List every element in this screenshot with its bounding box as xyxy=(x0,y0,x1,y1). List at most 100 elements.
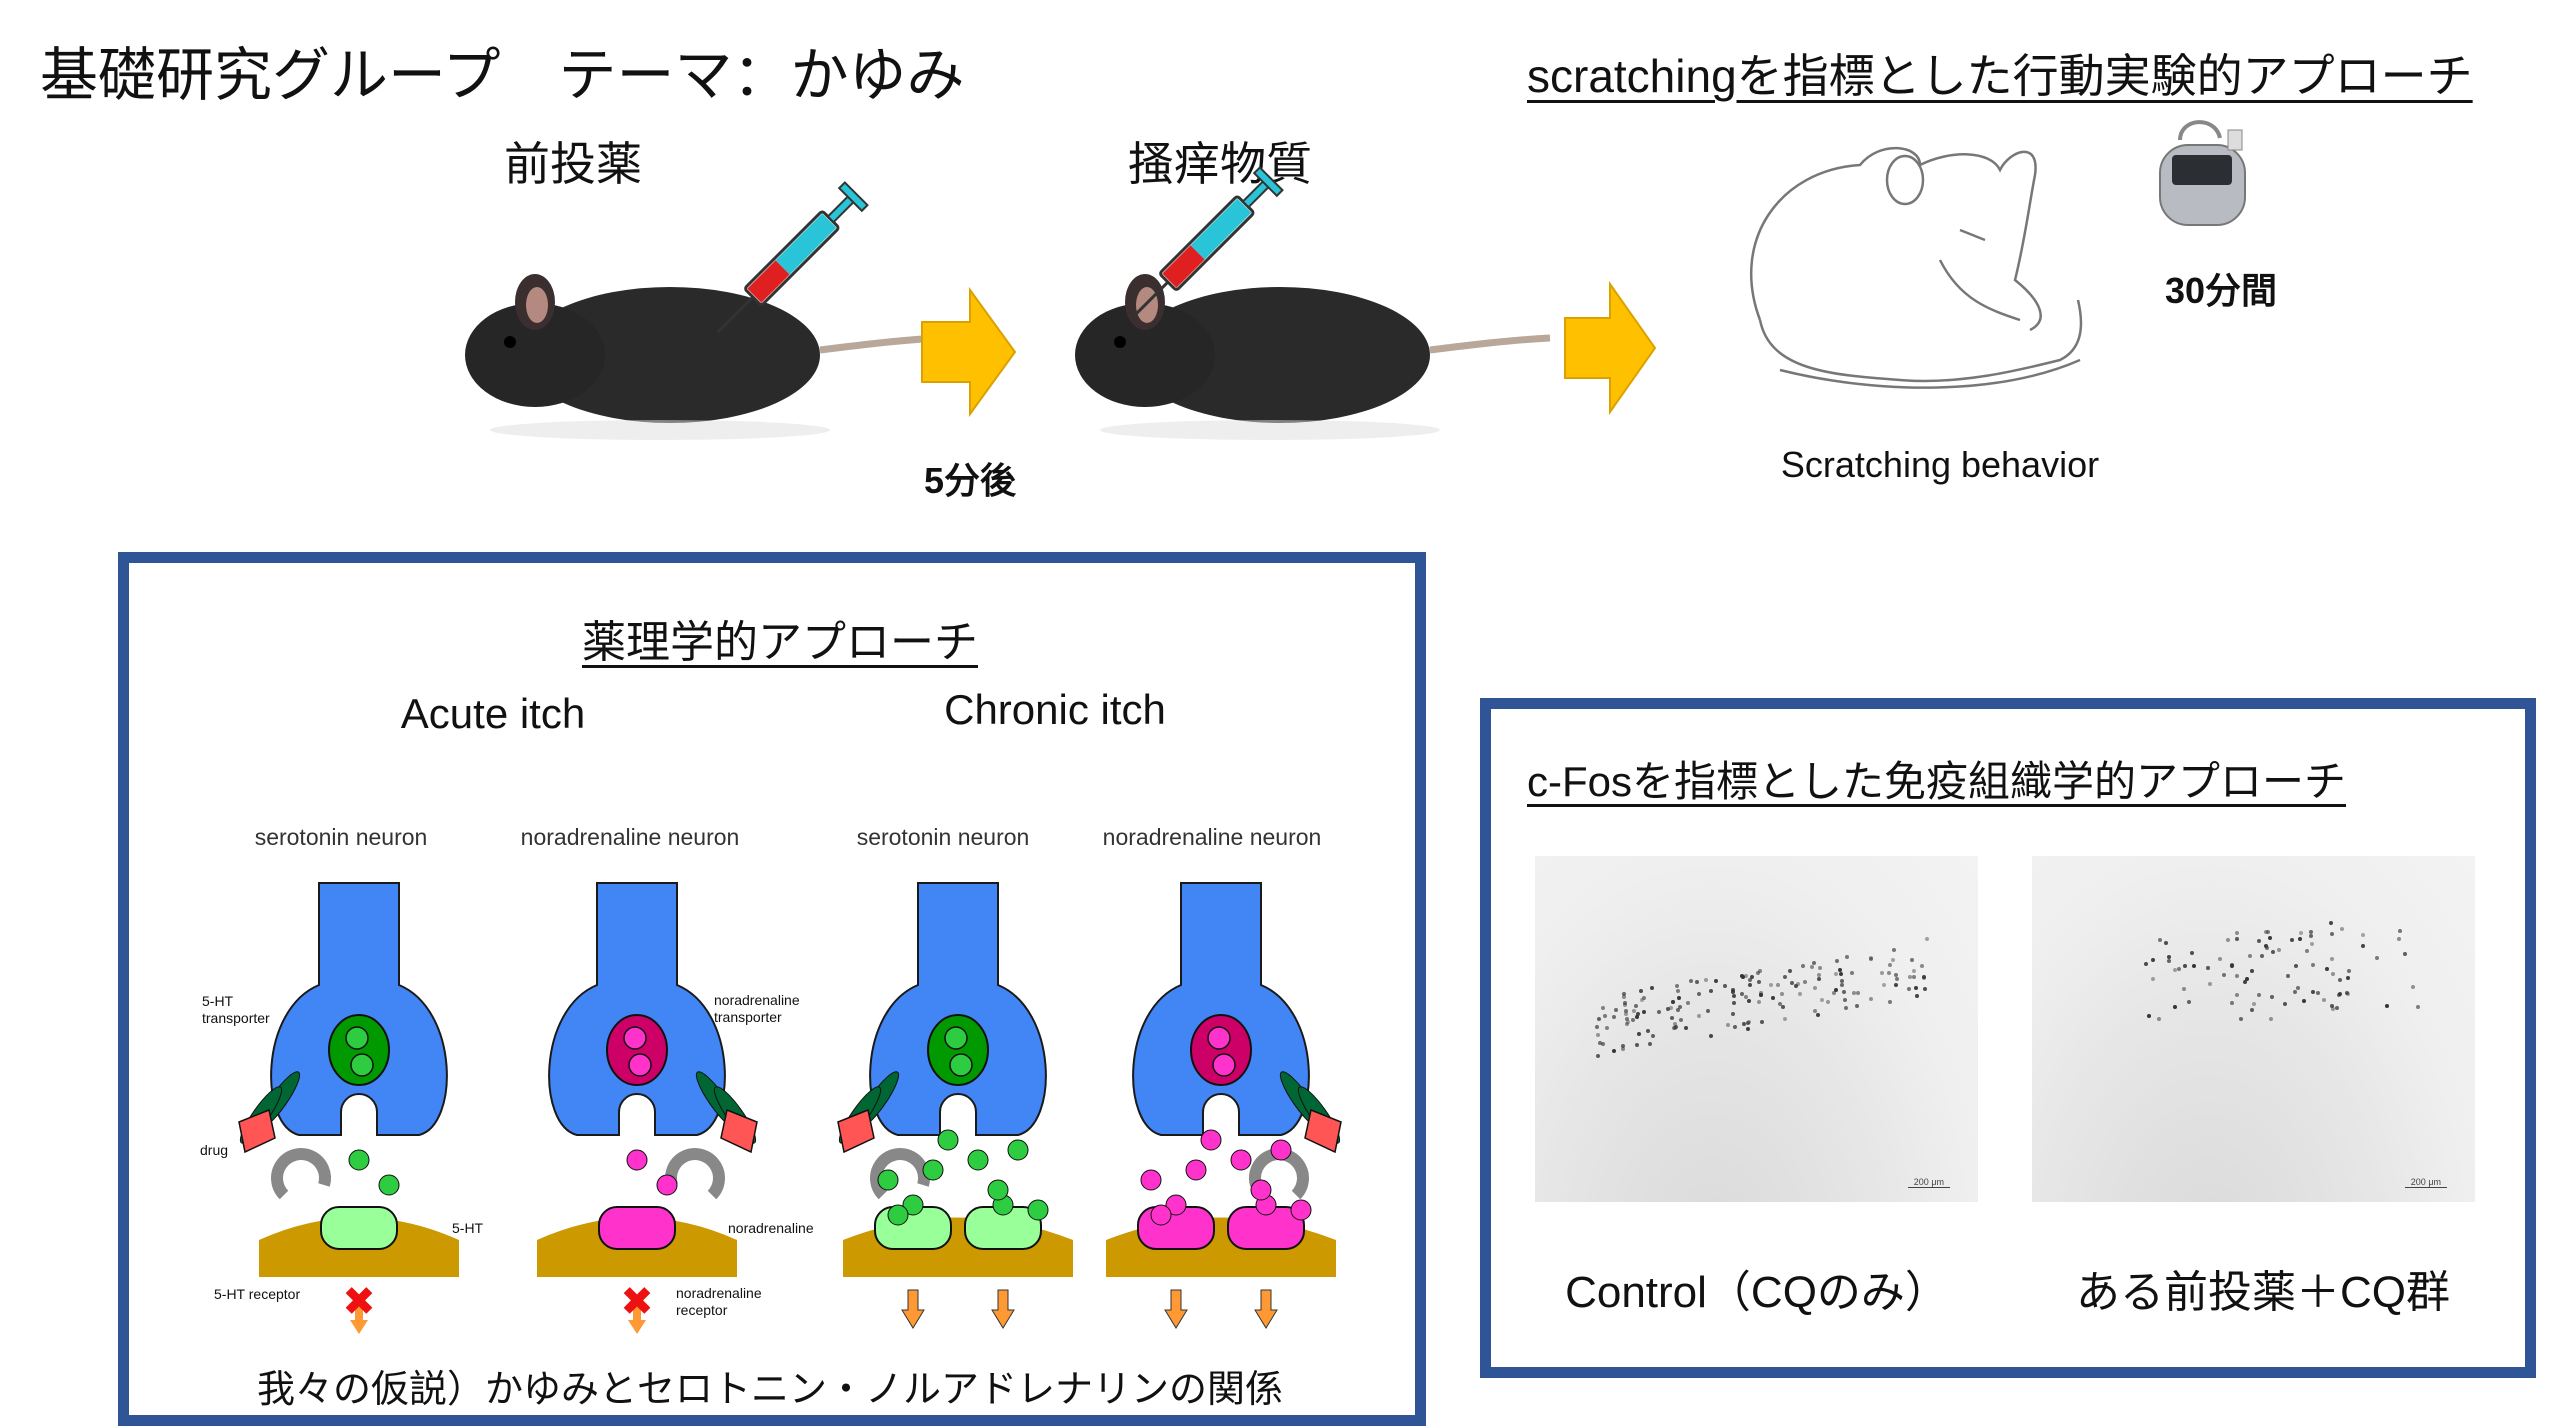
cfos-positive-cell xyxy=(1911,969,1916,974)
duration-label: 30分間 xyxy=(2165,270,2278,311)
cfos-positive-cell xyxy=(1894,977,1899,982)
cfos-positive-cell xyxy=(1838,967,1843,972)
neuron-label: serotonin neuron xyxy=(856,824,1030,850)
cfos-positive-cell xyxy=(1725,1022,1730,1027)
cfos-positive-cell xyxy=(2192,964,2197,969)
hypothesis-caption: 我々の仮説）かゆみとセロトニン・ノルアドレナリンの関係 xyxy=(256,1369,1284,1411)
micrograph-control: 200 μm xyxy=(1535,856,1978,1202)
pharmacology-title: 薬理学的アプローチ xyxy=(582,618,978,667)
cfos-positive-cell xyxy=(1793,983,1798,988)
neuron-label: serotonin neuron xyxy=(254,824,428,850)
cfos-positive-cell xyxy=(1597,1040,1602,1045)
cfos-positive-cell xyxy=(1745,1020,1750,1025)
transmitter-in-vesicle xyxy=(623,1026,647,1050)
cfos-positive-cell xyxy=(1819,997,1824,1002)
cfos-positive-cell xyxy=(2334,1006,2339,1011)
cfos-positive-cell xyxy=(1842,997,1847,1002)
cfos-positive-cell xyxy=(2302,998,2307,1003)
cfos-positive-cell xyxy=(2208,981,2213,986)
bound-transmitter xyxy=(902,1194,924,1216)
cfos-positive-cell xyxy=(1675,988,1680,993)
cfos-positive-cell xyxy=(1624,1009,1629,1014)
cfos-positive-cell xyxy=(2325,966,2330,971)
cfos-positive-cell xyxy=(1604,1026,1609,1031)
cfos-positive-cell xyxy=(2308,934,2313,939)
cfos-positive-cell xyxy=(1669,1016,1674,1021)
histology-title: c-Fosを指標とした免疫組織学的アプローチ xyxy=(1527,758,2347,805)
transmitter-molecule xyxy=(378,1174,400,1196)
cfos-positive-cell xyxy=(2329,956,2334,961)
transmitter-molecule xyxy=(1140,1169,1162,1191)
cfos-positive-cell xyxy=(1855,991,1860,996)
micrograph-pretreatment: 200 μm xyxy=(2032,856,2475,1202)
signal-arrow-icon xyxy=(1254,1289,1278,1329)
cfos-positive-cell xyxy=(1852,990,1857,995)
cfos-positive-cell xyxy=(1746,999,1751,1004)
cfos-positive-cell xyxy=(1756,1000,1761,1005)
signal-arrow-icon xyxy=(628,1305,646,1334)
cfos-positive-cell xyxy=(2256,939,2261,944)
cfos-positive-cell xyxy=(1600,1042,1605,1047)
cfos-positive-cell xyxy=(1630,1018,1635,1023)
cfos-positive-cell xyxy=(1778,1001,1783,1006)
cfos-positive-cell xyxy=(1769,983,1774,988)
cfos-positive-cell xyxy=(2360,933,2365,938)
presynaptic-neuron xyxy=(270,882,448,1136)
cfos-positive-cell xyxy=(2235,992,2240,997)
cfos-positive-cell xyxy=(1907,987,1912,992)
transmitter-in-vesicle xyxy=(949,1053,973,1077)
cfos-positive-cell xyxy=(1709,1033,1714,1038)
blocked-x-icon: ✖ xyxy=(620,1279,654,1325)
cfos-positive-cell xyxy=(2151,976,2156,981)
cfos-positive-cell xyxy=(2245,977,2250,982)
cfos-positive-cell xyxy=(2330,971,2335,976)
synapse-diagram xyxy=(837,882,1073,1329)
cfos-positive-cell xyxy=(1746,1020,1751,1025)
cfos-positive-cell xyxy=(1672,1022,1677,1027)
signal-arrow-icon xyxy=(991,1289,1015,1329)
cfos-positive-cell xyxy=(2247,954,2252,959)
cfos-positive-cell xyxy=(2167,958,2172,963)
cfos-positive-cell xyxy=(1869,996,1874,1001)
cfos-positive-cell xyxy=(1679,1017,1684,1022)
bound-transmitter xyxy=(1165,1194,1187,1216)
cfos-positive-cell xyxy=(1708,989,1713,994)
control-caption: Control（CQのみ） xyxy=(1565,1268,1949,1317)
cfos-positive-cell xyxy=(2299,931,2304,936)
cfos-positive-cell xyxy=(1624,1021,1629,1026)
cfos-positive-cell xyxy=(1677,1005,1682,1010)
arrow-right-icon xyxy=(1564,280,1657,416)
transmitter-molecule xyxy=(937,1129,959,1151)
transmitter-in-vesicle xyxy=(1212,1053,1236,1077)
cfos-positive-cell xyxy=(1826,999,1831,1004)
drug-molecule xyxy=(720,1108,758,1154)
cfos-positive-cell xyxy=(2265,929,2270,934)
cfos-positive-cell xyxy=(1881,983,1886,988)
annotation-drug: drug xyxy=(200,1142,229,1158)
cfos-positive-cell xyxy=(1684,1025,1689,1030)
transmitter-molecule xyxy=(1250,1179,1272,1201)
cfos-positive-cell xyxy=(1892,948,1897,953)
cfos-positive-cell xyxy=(1596,1054,1601,1059)
scale-bar: 200 μm xyxy=(2404,1177,2447,1188)
cfos-positive-cell xyxy=(1686,1000,1691,1005)
cfos-positive-cell xyxy=(2416,1005,2421,1010)
signal-arrow-icon xyxy=(1164,1289,1188,1329)
transmitter-molecule xyxy=(877,1169,899,1191)
cfos-positive-cell xyxy=(2268,1016,2273,1021)
annotation-na-transporter: noradrenaline transporter xyxy=(714,992,800,1025)
cfos-positive-cell xyxy=(1886,971,1891,976)
cfos-positive-cell xyxy=(1816,1013,1821,1018)
cfos-positive-cell xyxy=(1749,975,1754,980)
cfos-positive-cell xyxy=(1833,987,1838,992)
cfos-positive-cell xyxy=(1623,1003,1628,1008)
pretreatment-label: 前投薬 xyxy=(504,138,642,190)
cfos-positive-cell xyxy=(1796,982,1801,987)
cfos-positive-cell xyxy=(1770,995,1775,1000)
cfos-positive-cell xyxy=(2189,951,2194,955)
cfos-positive-cell xyxy=(2329,932,2334,937)
cfos-positive-cell xyxy=(1839,978,1844,983)
cfos-positive-cell xyxy=(1854,1003,1859,1008)
receptor xyxy=(598,1206,676,1250)
